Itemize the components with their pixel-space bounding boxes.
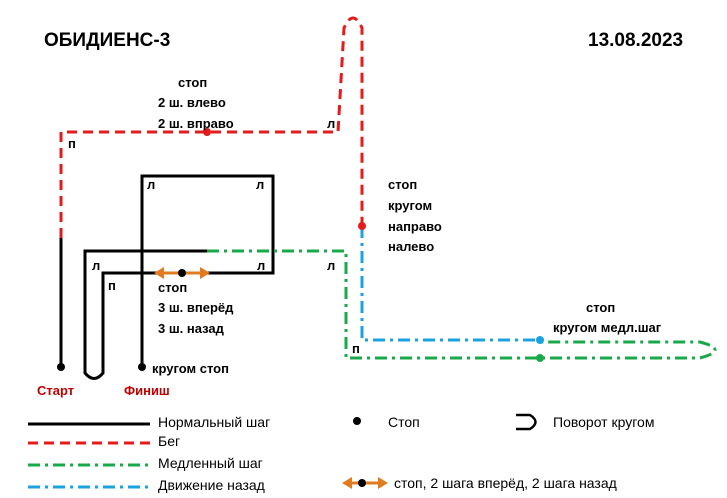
svg-text:стоп: стоп (586, 300, 615, 315)
legend-label-stop-steps: стоп, 2 шага вперёд, 2 шага назад (394, 475, 617, 491)
svg-text:направо: направо (388, 219, 442, 234)
stop-label-mid: стоп 3 ш. вперёд 3 ш. назад (158, 280, 234, 336)
stop-steps-marker (154, 267, 210, 279)
svg-text:3 ш. вперёд: 3 ш. вперёд (158, 300, 234, 315)
turn-letter: л (147, 177, 155, 192)
legend-swatch-turn (516, 413, 537, 431)
normal-path (59, 174, 275, 380)
run-path (59, 16, 364, 238)
stop-label-right: стоп кругом направо налево (388, 177, 442, 254)
finish-dot (138, 363, 146, 371)
svg-text:2 ш. влево: 2 ш. влево (158, 95, 226, 110)
legend-label-turn: Поворот кругом (553, 414, 654, 430)
stop-dot-right (358, 222, 366, 230)
svg-text:стоп: стоп (158, 280, 187, 295)
course-title: ОБИДИЕНС-3 (44, 30, 170, 51)
legend-label-normal: Нормальный шаг (158, 414, 270, 430)
turn-letter: п (352, 341, 360, 356)
stop-label-bottom-right: стоп кругом медл.шаг (553, 300, 662, 335)
svg-text:2 ш. вправо: 2 ш. вправо (158, 116, 234, 131)
stop-dot-slow (536, 354, 544, 362)
svg-text:3 ш. назад: 3 ш. назад (158, 321, 225, 336)
svg-text:налево: налево (388, 239, 434, 254)
finish-label: Финиш (124, 383, 170, 398)
turn-letter: л (256, 177, 264, 192)
legend-label-run: Бег (158, 433, 180, 449)
stop-dot-top (203, 128, 211, 136)
svg-text:стоп: стоп (388, 177, 417, 192)
legend: Нормальный шаг Бег Медленный шаг Движени… (28, 413, 654, 493)
turn-letter: л (327, 258, 335, 273)
legend-label-back: Движение назад (158, 477, 265, 493)
svg-text:кругом медл.шаг: кругом медл.шаг (553, 320, 662, 335)
start-label: Старт (37, 383, 74, 398)
legend-label-stop: Стоп (388, 414, 420, 430)
turn-letter: л (327, 116, 335, 131)
svg-text:кругом: кругом (388, 198, 432, 213)
turn-around-stop-label: кругом стоп (152, 361, 229, 376)
stop-dot-back (536, 336, 544, 344)
turn-letter: п (68, 136, 76, 151)
turn-letter: л (92, 258, 100, 273)
back-path (360, 226, 540, 342)
turn-letter: л (257, 258, 265, 273)
course-date: 13.08.2023 (588, 30, 683, 51)
turn-letter: п (108, 278, 116, 293)
legend-label-slow: Медленный шаг (158, 455, 263, 471)
start-dot (57, 363, 65, 371)
svg-text:стоп: стоп (178, 75, 207, 90)
slow-path (207, 249, 717, 360)
stop-label-top: стоп 2 ш. влево 2 ш. вправо (158, 75, 234, 131)
legend-swatch-stop (353, 417, 361, 425)
